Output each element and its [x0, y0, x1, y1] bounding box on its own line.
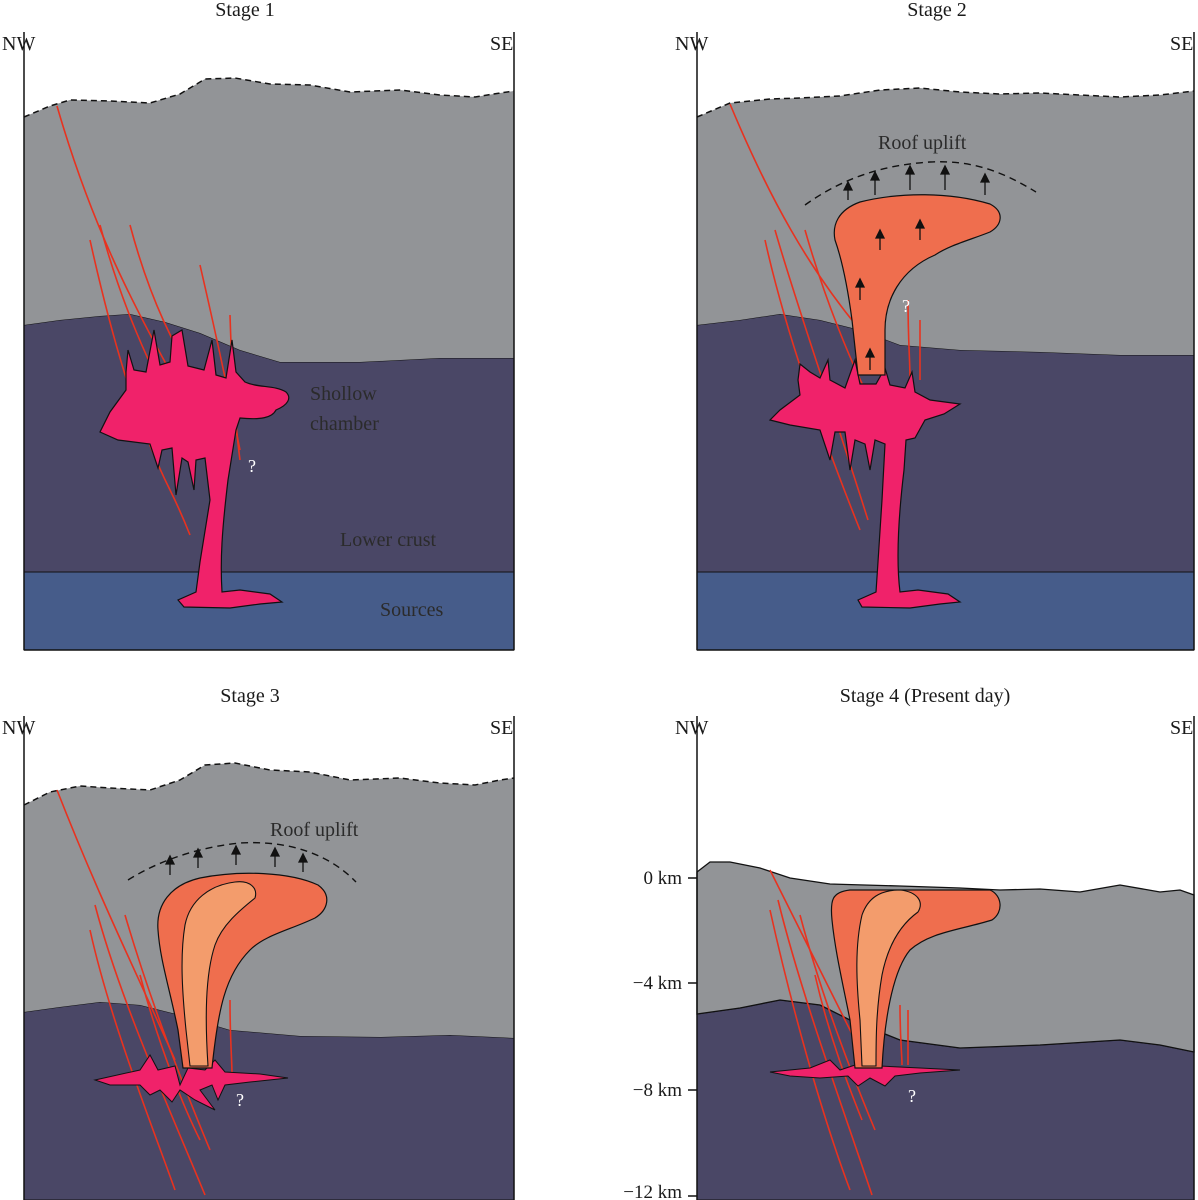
- direction-nw: NW: [675, 717, 708, 739]
- direction-se: SE: [490, 33, 513, 55]
- label-shallow-chamber-2: chamber: [310, 413, 379, 435]
- upper-crust-layer: [24, 78, 514, 362]
- panel-stage-3: Stage 3 NW SE Roof uplift ?: [2, 685, 515, 1200]
- panel-title: Stage 3: [220, 685, 279, 707]
- uplift-arrows: [164, 844, 309, 875]
- direction-nw: NW: [2, 717, 35, 739]
- question-mark: ?: [908, 1086, 916, 1106]
- direction-nw: NW: [675, 33, 708, 55]
- shallow-magma-chamber: [99, 329, 290, 609]
- depth-tick-label: −4 km: [633, 973, 682, 994]
- panel-stage-2: Stage 2 NW SE: [675, 0, 1195, 651]
- direction-se: SE: [1170, 717, 1193, 739]
- direction-nw: NW: [2, 33, 35, 55]
- label-shallow-chamber: Shollow: [310, 383, 377, 405]
- sources-layer: [23, 571, 515, 651]
- roof-uplift-line: [127, 841, 357, 883]
- depth-tick-label: −8 km: [633, 1080, 682, 1101]
- shallow-magma-chamber: [768, 357, 962, 609]
- uplift-arrows: [842, 164, 991, 370]
- shallow-magma-remnant: [769, 1057, 961, 1087]
- sources-layer: [696, 571, 1195, 651]
- direction-se: SE: [1170, 33, 1193, 55]
- question-mark: ?: [236, 1090, 244, 1110]
- panel-stage-1: Stage 1 NW SE Shollow chamber Lower crus…: [2, 0, 515, 651]
- direction-se: SE: [490, 717, 513, 739]
- depth-tick-label: 0 km: [643, 868, 682, 889]
- panel-title: Stage 4 (Present day): [840, 685, 1011, 707]
- label-roof-uplift: Roof uplift: [270, 819, 359, 841]
- pluton-inner: [856, 889, 921, 1067]
- depth-tick-label: −12 km: [623, 1182, 682, 1200]
- panel-title: Stage 1: [215, 0, 274, 21]
- question-mark: ?: [902, 296, 910, 316]
- shallow-magma-remnant: [93, 1054, 289, 1111]
- fault-lines: [56, 789, 233, 1196]
- depth-tick-marks: [688, 877, 697, 1197]
- pluton-inner: [181, 881, 257, 1067]
- roof-uplift-line: [804, 161, 1037, 206]
- label-roof-uplift: Roof uplift: [878, 132, 967, 154]
- fault-lines: [769, 869, 909, 1196]
- label-lower-crust: Lower crust: [340, 529, 437, 551]
- paleo-surface-line: [696, 87, 1195, 118]
- question-mark: ?: [248, 456, 256, 476]
- paleo-surface-line: [23, 762, 515, 806]
- label-sources: Sources: [380, 599, 444, 621]
- panel-stage-4: Stage 4 (Present day) NW SE ? 0 km −4: [623, 685, 1195, 1200]
- rising-pluton: [833, 194, 1001, 376]
- paleo-surface-line: [23, 77, 515, 118]
- panel-title: Stage 2: [907, 0, 966, 21]
